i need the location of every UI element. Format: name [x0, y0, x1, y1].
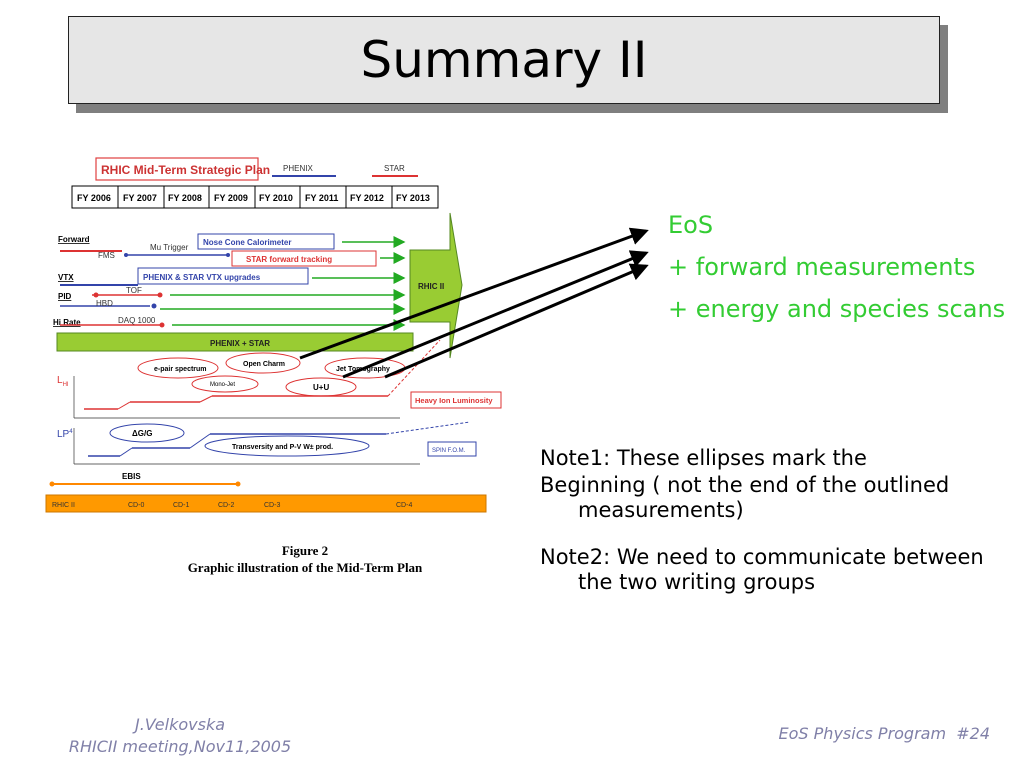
arrow-energy [384, 263, 649, 379]
footer-author: J.Velkovska [134, 715, 226, 734]
hbd-label: HBD [96, 299, 113, 308]
vtx-upgrades-label: PHENIX & STAR VTX upgrades [143, 273, 261, 282]
phenix-label: PHENIX [283, 164, 313, 173]
cd-3: CD-3 [264, 502, 280, 509]
rhic2-arrow [409, 212, 463, 359]
uu-label: U+U [313, 383, 329, 392]
cd-1: CD-1 [173, 502, 189, 509]
mu-trigger-label: Mu Trigger [150, 243, 189, 252]
row-hirate: Hi Rate [53, 318, 81, 327]
cd-bar [45, 494, 487, 513]
open-charm-label: Open Charm [243, 361, 285, 368]
footer-left: J.Velkovska RHICII meeting,Nov11,2005 [55, 714, 305, 758]
tof-label: TOF [126, 286, 142, 295]
figure-caption: Figure 2 Graphic illustration of the Mid… [187, 543, 423, 575]
page-title: Summary II [360, 31, 648, 89]
lp-label: LP4 [57, 429, 73, 440]
bullet-forward: + forward measurements [668, 253, 976, 281]
dgg-label: ΔG/G [132, 429, 152, 438]
arrow-eos [299, 227, 649, 360]
year-cell: FY 2011 [305, 193, 338, 203]
cd-4: CD-4 [396, 502, 412, 509]
year-cell: FY 2008 [168, 193, 202, 203]
heavy-ion-lumi-label: Heavy Ion Luminosity [415, 396, 493, 405]
note-1-cont: Beginning ( not the end of the outlined … [540, 473, 950, 522]
cd-0: CD-0 [128, 502, 144, 509]
bullet-eos: EoS [668, 211, 714, 239]
epair-label: e-pair spectrum [154, 366, 207, 373]
cd-rhic2: RHIC II [52, 502, 75, 509]
year-cell: FY 2009 [214, 193, 248, 203]
figure-header: RHIC Mid-Term Strategic Plan [101, 163, 270, 177]
bullet-energy: + energy and species scans [668, 295, 1006, 323]
monojet-label: Mono-Jet [210, 382, 235, 388]
cd-2: CD-2 [218, 502, 234, 509]
note-1: Note1: These ellipses mark the [540, 446, 867, 470]
transversity-label: Transversity and P-V W± prod. [232, 444, 333, 451]
year-cell: FY 2013 [396, 193, 430, 203]
bullet-list: EoS + forward measurements + energy and … [668, 204, 1005, 330]
footer-meeting: RHICII meeting,Nov11,2005 [68, 737, 292, 756]
footer-program: EoS Physics Program #24 [778, 724, 990, 743]
star-forward-label: STAR forward tracking [246, 255, 332, 264]
notes: Note1: These ellipses mark the Beginning… [540, 446, 1010, 605]
star-label: STAR [384, 164, 405, 173]
year-table: FY 2006 FY 2007 FY 2008 FY 2009 FY 2010 … [71, 185, 439, 209]
figure-header-box [95, 157, 259, 181]
year-cell: FY 2006 [77, 193, 111, 203]
daq-label: DAQ 1000 [118, 316, 156, 325]
title-box: Summary II [68, 16, 940, 104]
fms-label: FMS [98, 251, 115, 260]
year-cell: FY 2010 [259, 193, 293, 203]
phenix-star-label: PHENIX + STAR [210, 339, 270, 348]
year-cell: FY 2007 [123, 193, 157, 203]
lhi-label: LHI [57, 375, 69, 388]
row-pid: PID [58, 292, 72, 301]
row-vtx: VTX [58, 273, 74, 282]
note-2: Note2: We need to communicate between th… [540, 545, 984, 594]
year-cell: FY 2012 [350, 193, 384, 203]
rhic2-label: RHIC II [418, 282, 444, 291]
arrow-forward [342, 250, 649, 379]
nose-cone-label: Nose Cone Calorimeter [203, 238, 291, 247]
ebis-label: EBIS [122, 472, 141, 481]
spin-fom-label: SPIN F.O.M. [432, 448, 466, 454]
phenix-star-bar [56, 332, 414, 352]
row-forward: Forward [58, 235, 90, 244]
